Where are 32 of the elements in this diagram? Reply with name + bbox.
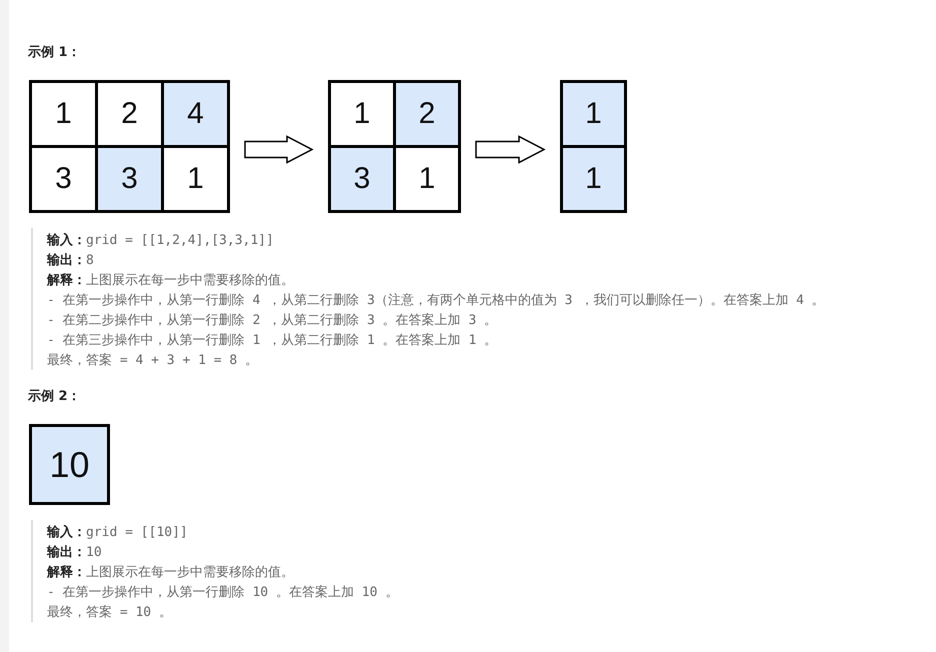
block-arrow	[244, 135, 314, 164]
text-line: 最终，答案 = 4 + 3 + 1 = 8 。	[47, 353, 258, 369]
text-line: - 在第二步操作中，从第一行删除 2 ，从第二行删除 3 。在答案上加 3 。	[47, 313, 498, 329]
text-line: 解释：上图展示在每一步中需要移除的值。	[47, 273, 294, 289]
text-line: 输出：10	[47, 545, 102, 561]
grid-cell: 2	[396, 83, 458, 145]
grid-cell: 3	[331, 148, 393, 210]
grid-cell: 3	[98, 148, 161, 210]
grid-cell: 3	[32, 148, 95, 210]
text-line: 输入：grid = [[10]]	[47, 525, 188, 541]
text-line: 输入：grid = [[1,2,4],[3,3,1]]	[47, 233, 274, 249]
grid-cell: 1	[396, 148, 458, 210]
text-line: - 在第一步操作中，从第一行删除 4 ，从第二行删除 3（注意，有两个单元格中的值为 3 ，我们可以删除任一）。在答案上加 4 。	[47, 293, 825, 309]
grid-cell: 1	[32, 83, 95, 145]
grid-table	[560, 80, 627, 213]
text-line: 最终，答案 = 10 。	[47, 605, 172, 621]
text-line: - 在第三步操作中，从第一行删除 1 ，从第二行删除 1 。在答案上加 1 。	[47, 333, 498, 349]
grid-cell: 1	[563, 148, 624, 210]
grid-cell: 1	[331, 83, 393, 145]
grid-cell: 1	[563, 83, 624, 145]
text-line: 解释：上图展示在每一步中需要移除的值。	[47, 565, 294, 581]
text-line: - 在第一步操作中，从第一行删除 10 。在答案上加 10 。	[47, 585, 398, 601]
grid-cell: 4	[164, 83, 227, 145]
example-heading: 示例 1：	[28, 45, 81, 61]
grid-cell: 10	[29, 424, 110, 505]
grid-cell: 2	[98, 83, 161, 145]
example-heading: 示例 2：	[28, 389, 81, 405]
grid-table	[29, 80, 230, 213]
text-line: 输出：8	[47, 253, 94, 269]
block-arrow	[475, 135, 546, 164]
grid-cell: 1	[164, 148, 227, 210]
grid-table	[328, 80, 461, 213]
